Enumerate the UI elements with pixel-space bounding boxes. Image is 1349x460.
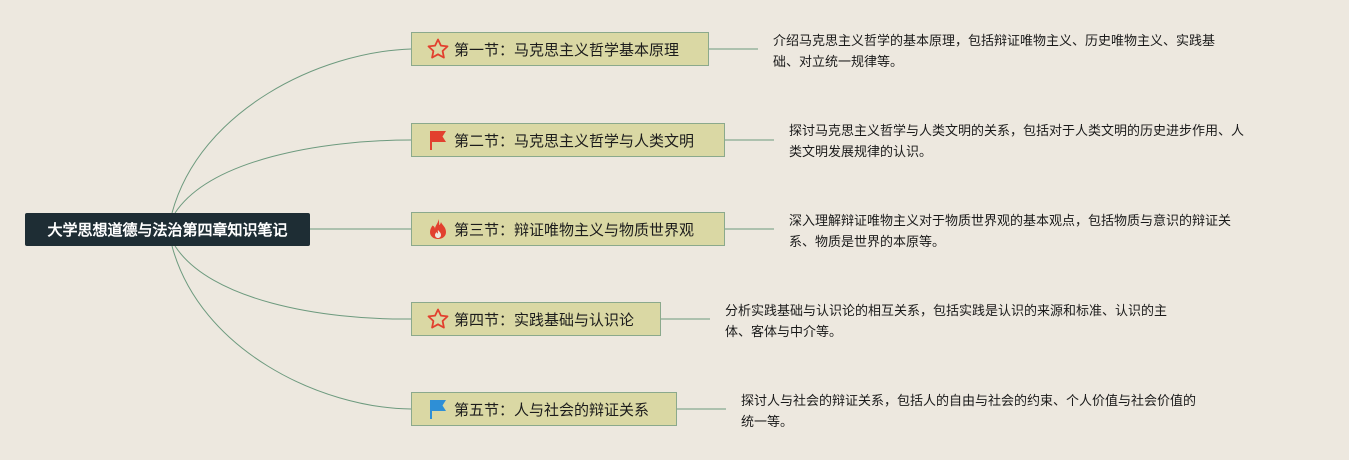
root-topic[interactable]: 大学思想道德与法治第四章知识笔记 (25, 213, 310, 246)
topic-5-title: 第五节：人与社会的辩证关系 (454, 400, 650, 419)
topic-2-note: 探讨马克思主义哲学与人类文明的关系，包括对于人类文明的历史进步作用、人 类文明发… (789, 124, 1245, 160)
topic-3[interactable]: 第三节：辩证唯物主义与物质世界观 (411, 212, 725, 246)
star-icon (426, 307, 450, 331)
topic-4[interactable]: 第四节：实践基础与认识论 (411, 302, 661, 336)
branch-line-4 (174, 245, 412, 320)
blue-flag-icon (426, 397, 450, 421)
branch-line-1 (171, 48, 412, 214)
topic-1[interactable]: 第一节：马克思主义哲学基本原理 (411, 32, 709, 66)
topic-2[interactable]: 第二节：马克思主义哲学与人类文明 (411, 123, 725, 157)
fire-icon (426, 217, 450, 241)
topic-3-title: 第三节：辩证唯物主义与物质世界观 (454, 220, 695, 239)
branch-line-2 (174, 139, 412, 214)
topic-4-title: 第四节：实践基础与认识论 (454, 310, 635, 329)
topic-1-note: 介绍马克思主义哲学的基本原理，包括辩证唯物主义、历史唯物主义、实践基 础、对立统… (773, 34, 1216, 70)
red-flag-icon (426, 128, 450, 152)
star-icon (426, 37, 450, 61)
topic-2-title: 第二节：马克思主义哲学与人类文明 (454, 131, 695, 150)
branch-line-5 (171, 245, 412, 410)
topic-3-note: 深入理解辩证唯物主义对于物质世界观的基本观点，包括物质与意识的辩证关 系、物质是… (789, 214, 1232, 250)
topic-4-note: 分析实践基础与认识论的相互关系，包括实践是认识的来源和标准、认识的主 体、客体与… (725, 304, 1168, 340)
topic-5-note: 探讨人与社会的辩证关系，包括人的自由与社会的约束、个人价值与社会价值的 统一等。 (741, 394, 1197, 430)
topic-1-title: 第一节：马克思主义哲学基本原理 (454, 40, 680, 59)
topic-5[interactable]: 第五节：人与社会的辩证关系 (411, 392, 677, 426)
